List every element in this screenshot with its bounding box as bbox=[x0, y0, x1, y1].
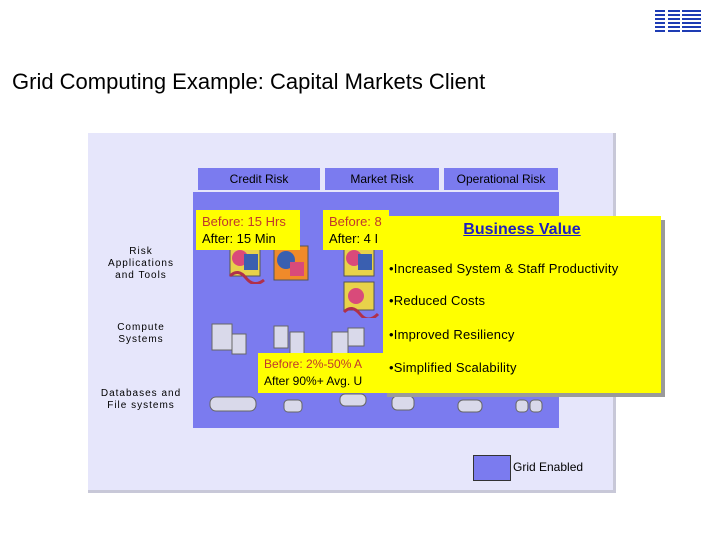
callout-before: Before: 2%-50% A bbox=[264, 357, 363, 371]
legend-label: Grid Enabled bbox=[513, 460, 584, 474]
database-icon bbox=[457, 399, 483, 413]
database-icon bbox=[391, 395, 415, 411]
row-label-compute: Compute Systems bbox=[96, 322, 186, 346]
row-label-risk-apps: Risk Applications and Tools bbox=[96, 246, 186, 282]
callout-after: After: 4 I bbox=[329, 231, 379, 246]
row-label-line: Applications bbox=[108, 258, 174, 269]
database-icon bbox=[209, 396, 257, 412]
business-value-item: •Increased System & Staff Productivity bbox=[389, 261, 619, 276]
business-value-item: •Improved Resiliency bbox=[389, 327, 515, 342]
callout-before: Before: 8 bbox=[329, 214, 382, 229]
server-icon bbox=[211, 323, 247, 355]
business-value-title: Business Value bbox=[463, 221, 581, 238]
risk-app-icon bbox=[273, 245, 309, 281]
column-market-risk: Market Risk bbox=[325, 168, 439, 190]
row-label-line: Systems bbox=[118, 334, 164, 345]
column-credit-risk: Credit Risk bbox=[198, 168, 320, 190]
row-label-databases: Databases and File systems bbox=[96, 388, 186, 412]
callout-before: Before: 15 Hrs bbox=[202, 214, 286, 229]
row-label-line: Risk bbox=[129, 246, 153, 257]
row-label-line: and Tools bbox=[115, 270, 167, 281]
business-value-item: •Simplified Scalability bbox=[389, 360, 517, 375]
server-icon bbox=[331, 327, 365, 355]
database-icon bbox=[339, 393, 367, 407]
credit-risk-callout: Before: 15 Hrs After: 15 Min bbox=[196, 210, 300, 250]
utilization-callout: Before: 2%-50% A After 90%+ Avg. U bbox=[258, 353, 388, 393]
callout-after: After: 15 Min bbox=[202, 231, 276, 246]
server-icon bbox=[273, 325, 305, 355]
ibm-logo bbox=[655, 10, 701, 32]
row-label-line: Compute bbox=[117, 322, 165, 333]
row-label-line: File systems bbox=[107, 400, 175, 411]
row-label-line: Databases and bbox=[100, 388, 182, 399]
column-operational-risk: Operational Risk bbox=[444, 168, 558, 190]
page-title: Grid Computing Example: Capital Markets … bbox=[12, 69, 486, 94]
database-icon bbox=[283, 399, 303, 413]
legend-swatch bbox=[473, 455, 511, 481]
business-value-box: Business Value •Increased System & Staff… bbox=[383, 216, 661, 393]
market-risk-callout: Before: 8 After: 4 I bbox=[323, 210, 389, 250]
database-icon bbox=[515, 399, 543, 413]
callout-after: After 90%+ Avg. U bbox=[264, 374, 363, 388]
risk-app-icon bbox=[342, 281, 380, 318]
business-value-item: •Reduced Costs bbox=[389, 293, 486, 308]
